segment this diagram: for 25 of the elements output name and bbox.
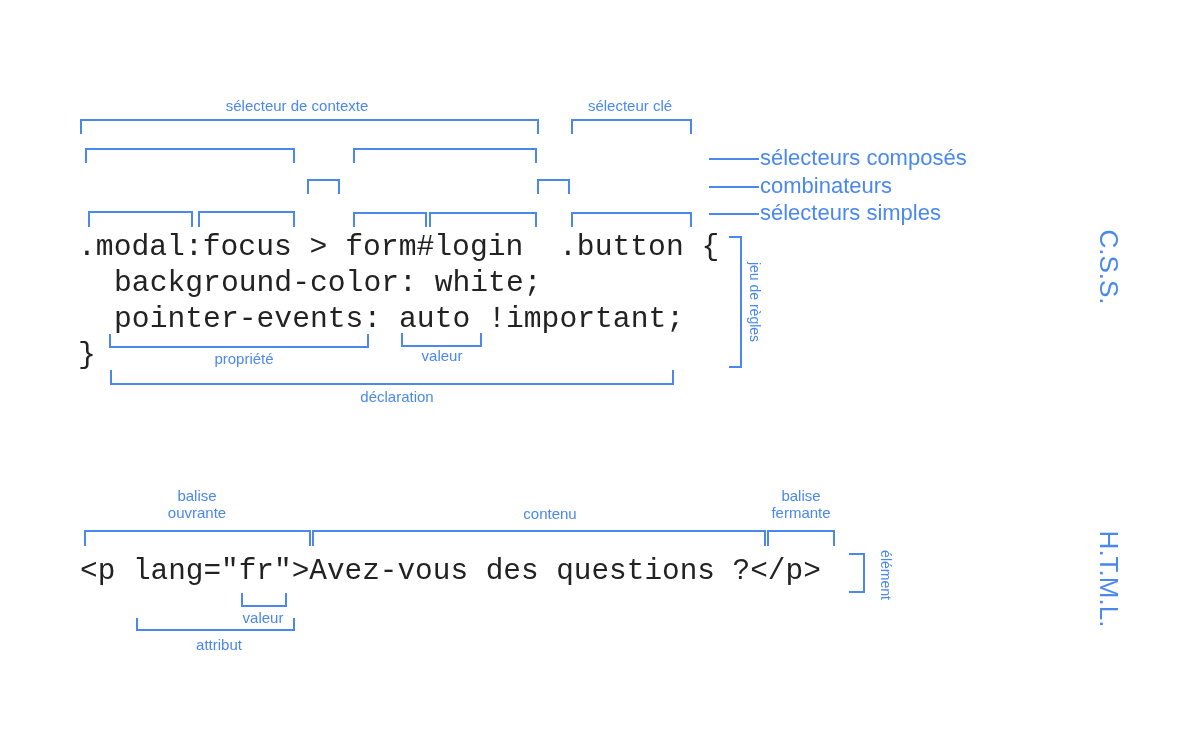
bracket-label: propriété bbox=[214, 350, 274, 368]
bracket-label: valeur bbox=[421, 347, 463, 365]
code-line: } bbox=[78, 341, 96, 371]
annotation-label: combinateurs bbox=[760, 173, 893, 199]
bracket-label: déclaration bbox=[360, 388, 434, 406]
bracket-label: jeu de règles bbox=[746, 261, 764, 343]
leader-line bbox=[708, 213, 760, 215]
section-title: C.S.S. bbox=[1093, 229, 1123, 305]
bracket-label: sélecteur clé bbox=[587, 97, 673, 115]
section-title: H.T.M.L. bbox=[1093, 530, 1123, 628]
bracket-label: élément bbox=[877, 550, 895, 600]
bracket-label: contenu bbox=[523, 505, 577, 523]
bracket-label: balise fermante bbox=[770, 486, 832, 522]
code-line: pointer-events: auto !important; bbox=[114, 305, 685, 335]
leader-line bbox=[708, 186, 760, 188]
code-line: .modal:focus > form#login .button { bbox=[78, 233, 720, 263]
code-line: <p lang="fr">Avez-vous des questions ?</p> bbox=[80, 557, 821, 587]
bracket-label: attribut bbox=[196, 636, 242, 654]
bracket-label: valeur bbox=[242, 609, 284, 627]
leader-line bbox=[708, 158, 760, 160]
annotation-label: sélecteurs composés bbox=[760, 145, 967, 171]
bracket-label: sélecteur de contexte bbox=[225, 97, 369, 115]
code-line: background-color: white; bbox=[114, 269, 542, 299]
annotation-label: sélecteurs simples bbox=[760, 200, 941, 226]
bracket-label: balise ouvrante bbox=[166, 486, 228, 522]
